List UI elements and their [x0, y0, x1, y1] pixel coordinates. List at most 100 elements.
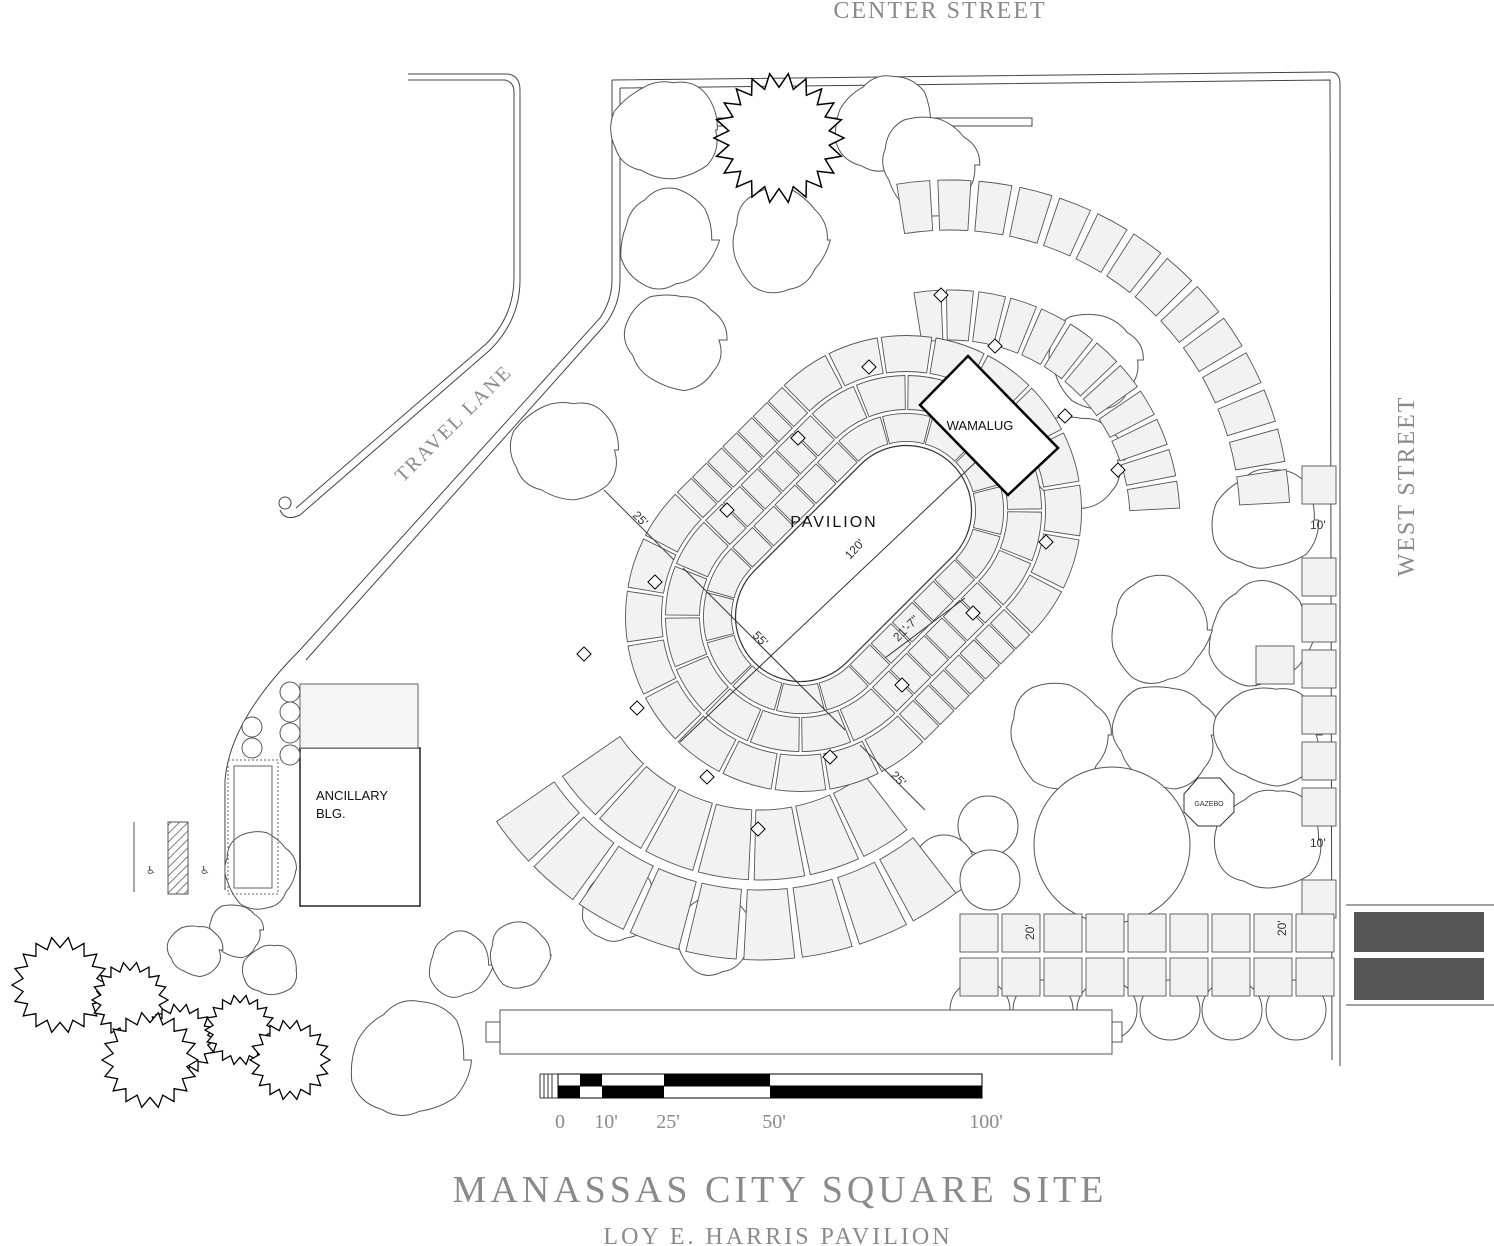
hedge-shrubs — [10, 72, 846, 1109]
south-paver — [959, 957, 999, 997]
gazebo-label: GAZEBO — [1194, 801, 1224, 808]
west-paver — [1301, 557, 1337, 597]
column-marker — [822, 749, 838, 765]
ring-arc-paver — [999, 511, 1043, 562]
ring-paver — [870, 623, 912, 664]
scale-label-100: 100' — [969, 1111, 1003, 1133]
south-paver — [959, 913, 999, 953]
fan-paver-outer — [495, 781, 580, 862]
west-paver — [1301, 879, 1337, 919]
ring-paver — [974, 624, 1016, 665]
west-paver — [1301, 649, 1337, 689]
column-marker — [933, 287, 949, 303]
ring-arc-paver — [749, 709, 800, 753]
south-paver — [1085, 913, 1125, 953]
ring-arc-paver — [1043, 484, 1082, 537]
ring-paver — [731, 526, 773, 568]
ring-paver — [752, 401, 794, 443]
ring-paver — [898, 699, 940, 741]
ring-arc-paver — [955, 528, 1001, 579]
scale-label-25: 25' — [656, 1111, 680, 1133]
ring-arc-paver — [818, 665, 869, 711]
ring-arc-paver — [864, 715, 924, 773]
ring-paver — [891, 601, 933, 643]
tree-canopy — [1212, 687, 1323, 787]
dim-south-b: 20' — [1275, 920, 1289, 936]
tree-canopy — [610, 81, 718, 180]
column-marker — [894, 677, 910, 693]
ring-paver — [775, 432, 818, 475]
tree-canopy — [623, 294, 728, 392]
column-marker — [750, 821, 766, 837]
column-marker — [965, 605, 981, 621]
ring-arc-paver — [801, 709, 852, 753]
ring-arc-paver — [972, 485, 1005, 536]
inner-arc-paver — [1082, 364, 1138, 417]
column-marker — [987, 338, 1003, 354]
scale-label-0: 0 — [555, 1111, 565, 1133]
outer-arc-pavers — [896, 179, 1291, 512]
ring-paver — [758, 450, 800, 493]
column-marker — [576, 646, 592, 662]
south-paver — [1295, 913, 1335, 953]
scale-bar — [539, 1073, 983, 1099]
ring-paver — [774, 484, 816, 526]
scale-label-10: 10' — [594, 1111, 618, 1133]
ring-paver — [795, 463, 837, 505]
ring-arc-paver — [732, 665, 783, 711]
outer-arc-paver — [1106, 233, 1162, 294]
ring-arc-paver — [703, 592, 735, 642]
evergreen-tree — [712, 72, 846, 204]
inner-arc-paver — [1111, 418, 1168, 462]
outer-arc-paver — [1201, 352, 1262, 404]
ring-arc-paver — [811, 385, 868, 439]
south-paver — [1169, 957, 1209, 997]
inner-arc-paver — [1043, 323, 1094, 380]
crosswalk — [1346, 904, 1494, 1006]
ring-arc-paver — [855, 375, 906, 418]
south-paver — [1253, 913, 1293, 953]
south-paver — [1295, 957, 1335, 997]
outer-arc-paver — [1075, 213, 1128, 273]
south-paver — [1085, 957, 1125, 997]
evergreen-shrub — [10, 936, 110, 1034]
plan-title: MANASSAS CITY SQUARE SITE — [453, 1169, 1108, 1211]
travel-lane-curb — [278, 73, 521, 519]
fan-paver-outer — [792, 878, 853, 958]
inner-arc-paver — [997, 297, 1038, 354]
ring-arc-paver — [1005, 574, 1063, 634]
center-street-label: CENTER STREET — [833, 0, 1046, 24]
accessible-parking: ♿ ♿ — [133, 821, 210, 895]
ring-paver — [944, 654, 985, 695]
ring-paver — [849, 644, 891, 686]
tree-canopy — [166, 925, 224, 978]
ring-arc-paver — [1030, 533, 1080, 589]
inner-arc-paver — [945, 289, 974, 342]
ring-arc-paver — [978, 549, 1032, 606]
shrub — [279, 722, 301, 744]
south-paver — [1043, 913, 1083, 953]
shrub — [279, 681, 301, 703]
ring-arc-paver — [705, 688, 762, 742]
column-marker — [1110, 462, 1126, 478]
ring-paver — [767, 386, 809, 428]
ring-paver — [929, 669, 970, 710]
outer-arc-paver — [1042, 197, 1092, 257]
column-marker — [699, 769, 715, 785]
evergreen-shrub — [100, 1011, 200, 1109]
shrub — [279, 744, 301, 766]
tree-canopy — [241, 944, 298, 996]
ancillary-label-1: ANCILLARY — [316, 788, 388, 803]
wamalug-label: WAMALUG — [947, 418, 1014, 433]
column-marker — [1038, 534, 1054, 550]
south-paver — [1253, 957, 1293, 997]
fan-paver-outer — [685, 882, 742, 960]
fan-paver-inner — [795, 794, 860, 876]
outer-arc-paver — [974, 180, 1013, 236]
tree-canopy — [509, 402, 619, 501]
ring-paver — [913, 580, 954, 622]
fan-paver-outer — [578, 845, 654, 930]
ring-arc-paver — [675, 521, 729, 578]
south-paver — [1127, 957, 1167, 997]
